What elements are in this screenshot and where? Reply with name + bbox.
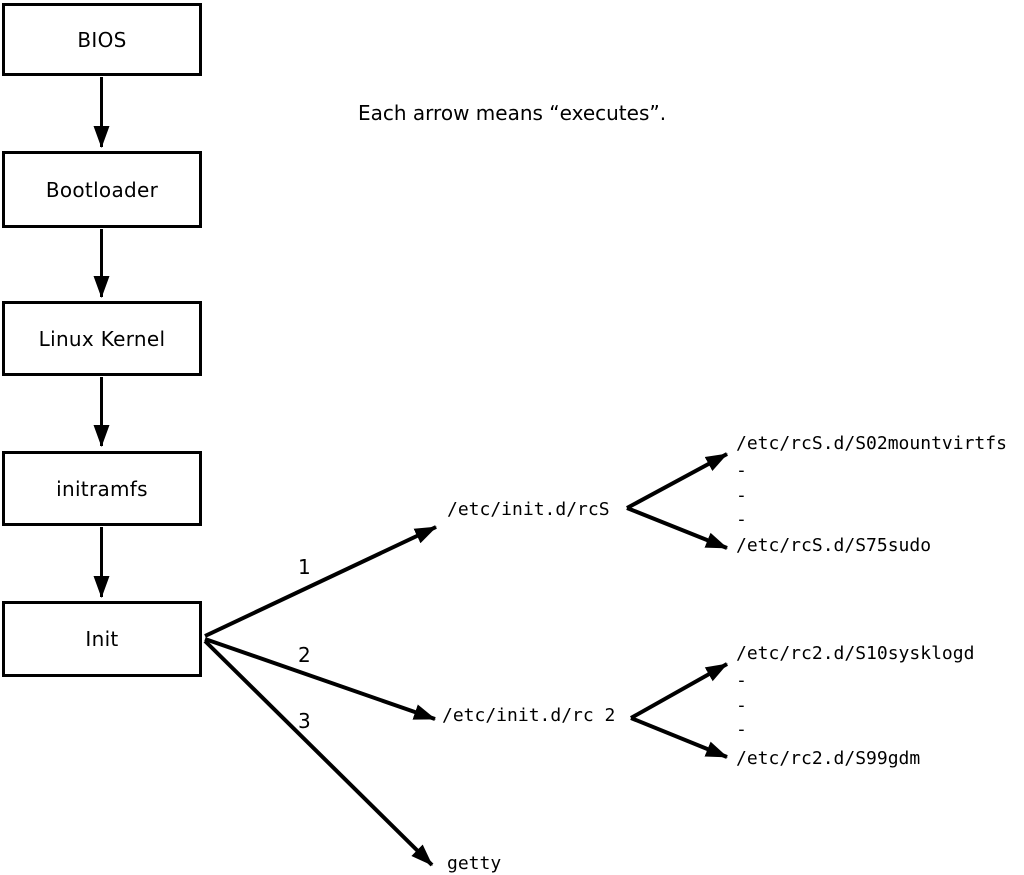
node-bootloader-label: Bootloader	[45, 177, 159, 202]
caption-arrow-meaning: Each arrow means “executes”.	[358, 101, 667, 125]
arrow-init-to-rc2	[204, 637, 436, 721]
branch-order-3: 3	[298, 709, 311, 733]
rcs-ellipsis-dash-3: -	[736, 509, 747, 530]
arrow-rc2-to-last-script	[630, 716, 728, 759]
node-bios: BIOS	[2, 3, 202, 76]
rcs-ellipsis-dash-1: -	[736, 460, 747, 481]
node-init: Init	[2, 601, 202, 677]
node-rcs-first-script: /etc/rcS.d/S02mountvirtfs	[736, 433, 1007, 454]
node-init-label: Init	[85, 627, 119, 651]
arrow-rcs-to-last-script	[626, 506, 728, 550]
node-etc-init-d-rc2: /etc/init.d/rc 2	[442, 705, 616, 726]
arrow-init-to-getty	[203, 639, 434, 867]
rc2-ellipsis-dash-1: -	[736, 670, 747, 691]
branch-order-2: 2	[298, 643, 311, 667]
node-bootloader: Bootloader	[2, 151, 202, 228]
node-rc2-first-script: /etc/rc2.d/S10sysklogd	[736, 643, 975, 664]
node-bios-label: BIOS	[77, 27, 127, 52]
rc2-ellipsis-dash-3: -	[736, 719, 747, 740]
arrow-rcs-to-first-script	[626, 452, 728, 510]
node-linux-kernel: Linux Kernel	[2, 301, 202, 376]
node-getty: getty	[447, 853, 502, 874]
rc2-ellipsis-dash-2: -	[736, 695, 747, 716]
node-initramfs-label: initramfs	[56, 476, 148, 501]
node-rc2-last-script: /etc/rc2.d/S99gdm	[736, 748, 921, 769]
node-linux-kernel-label: Linux Kernel	[38, 326, 166, 351]
node-rcs-last-script: /etc/rcS.d/S75sudo	[736, 535, 932, 556]
node-etc-init-d-rcs: /etc/init.d/rcS	[447, 499, 610, 520]
branch-order-1: 1	[298, 555, 311, 579]
rcs-ellipsis-dash-2: -	[736, 485, 747, 506]
node-initramfs: initramfs	[2, 451, 202, 526]
arrow-rc2-to-first-script	[630, 662, 728, 720]
arrow-init-to-rcs	[204, 525, 437, 638]
